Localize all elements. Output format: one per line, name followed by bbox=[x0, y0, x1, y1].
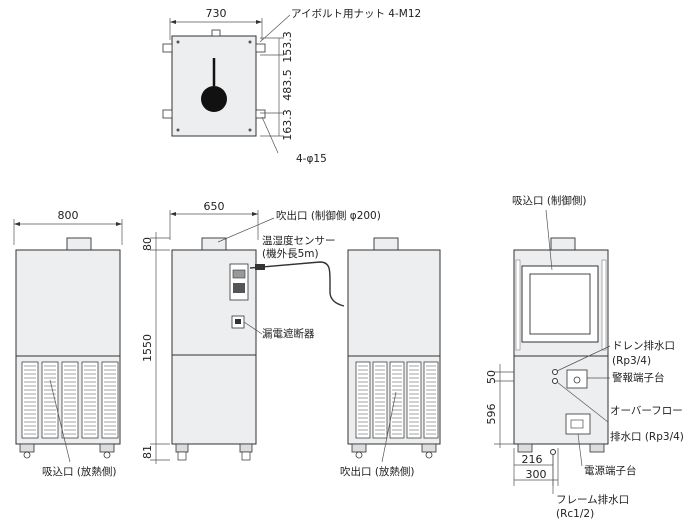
top-dim-middle: 483.5 bbox=[281, 69, 294, 101]
grille-column bbox=[389, 361, 405, 439]
drain-port bbox=[552, 369, 558, 375]
top-view: 730 153.3 483.5 163.3 アイボルト用ナット 4-M12 4-… bbox=[162, 7, 421, 165]
front-dim-top: 80 bbox=[141, 237, 154, 251]
top-dim-upper: 153.3 bbox=[281, 31, 294, 63]
frame-drain-port bbox=[550, 449, 556, 455]
eyebolt-label: アイボルト用ナット 4-M12 bbox=[291, 8, 421, 20]
grille-column bbox=[372, 361, 388, 439]
back-outlet-grille bbox=[355, 361, 439, 439]
power-terminal-label: 電源端子台 bbox=[584, 464, 637, 477]
overflow-port bbox=[552, 378, 558, 384]
control-side-intake-label: 吸込口 (制御側) bbox=[512, 194, 587, 207]
front-view: 650 80 1550 81 吹出口 (制御側 φ200) 温湿度センサー (機… bbox=[141, 200, 381, 464]
side-view: 800 吸込口 (放熱側) bbox=[13, 209, 123, 478]
dim-596: 596 bbox=[485, 404, 498, 425]
grille-column bbox=[41, 361, 59, 439]
dim-300: 300 bbox=[526, 468, 547, 481]
side-intake-label: 吸込口 (放熱側) bbox=[42, 465, 117, 478]
breaker-label: 漏電遮断器 bbox=[262, 327, 315, 340]
sensor-cable bbox=[249, 261, 345, 307]
top-outlet-circle bbox=[201, 86, 227, 112]
front-outlet-label: 吹出口 (制御側 φ200) bbox=[276, 209, 381, 222]
sensor-length-label: (機外長5m) bbox=[262, 247, 319, 260]
side-width-dimension: 800 bbox=[58, 209, 79, 222]
grille-column bbox=[406, 361, 422, 439]
drain-spec-label: (Rp3/4) bbox=[612, 355, 651, 367]
overflow-label: オーバーフロー bbox=[610, 405, 683, 417]
grille-column bbox=[355, 361, 371, 439]
alarm-terminal-label: 警報端子台 bbox=[612, 371, 665, 384]
dim-216: 216 bbox=[522, 453, 543, 466]
front-dim-body: 1550 bbox=[141, 334, 154, 362]
grille-column bbox=[61, 361, 79, 439]
back-outlet-label: 吹出口 (放熱側) bbox=[340, 465, 415, 478]
back-view: 吹出口 (放熱側) bbox=[340, 237, 441, 478]
top-dim-lower: 163.3 bbox=[281, 109, 294, 141]
grille-column bbox=[21, 361, 39, 439]
sensor-label: 温湿度センサー bbox=[262, 234, 336, 247]
control-panel bbox=[229, 263, 249, 301]
drain-label: ドレン排水口 bbox=[612, 339, 675, 352]
front-width-dimension: 650 bbox=[204, 200, 225, 213]
overflow-spec-label: 排水口 (Rp3/4) bbox=[610, 430, 684, 443]
grille-column bbox=[423, 361, 439, 439]
frame-drain-spec-label: (Rc1/2) bbox=[556, 508, 594, 520]
dim-50: 50 bbox=[485, 370, 498, 384]
grille-column bbox=[81, 361, 99, 439]
hole-label: 4-φ15 bbox=[296, 153, 327, 165]
front-dim-base: 81 bbox=[141, 445, 154, 459]
control-side-view: 50 596 216 300 吸込口 (制御側) ドレン排水口 (Rp3/4) … bbox=[485, 194, 684, 520]
grille-column bbox=[101, 361, 119, 439]
frame-drain-label: フレーム排水口 bbox=[556, 493, 629, 506]
top-width-dimension: 730 bbox=[206, 7, 227, 20]
side-intake-grille bbox=[21, 361, 119, 439]
